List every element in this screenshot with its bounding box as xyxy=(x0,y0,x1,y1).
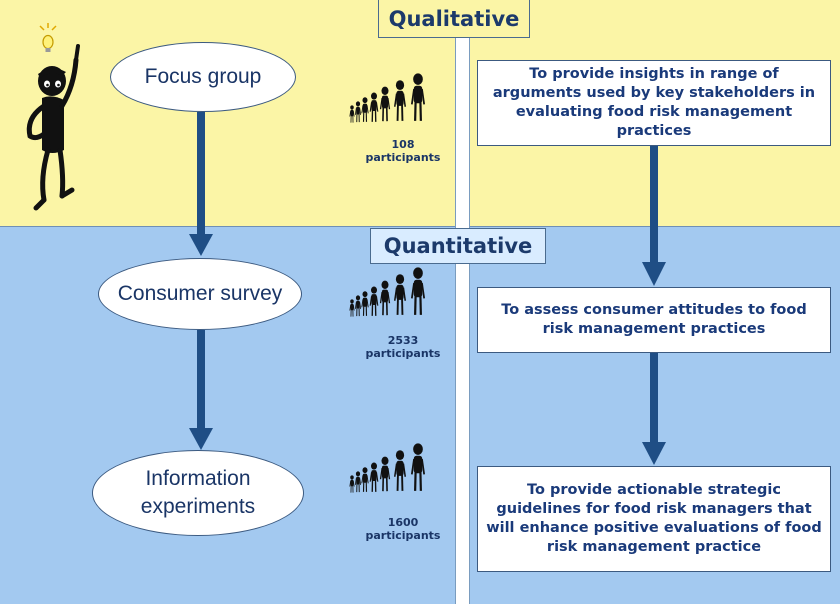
arrow-survey-to-experiments xyxy=(189,330,213,450)
aim-insights: To provide insights in range of argument… xyxy=(477,60,831,146)
participants-count-text: 108 participants xyxy=(365,138,441,164)
participants-count-focus-group: 108 participants xyxy=(358,138,448,164)
arrow-assess-to-guidelines xyxy=(642,353,666,465)
section-label-quantitative: Quantitative xyxy=(370,228,546,264)
arrow-focus-to-survey xyxy=(189,112,213,256)
people-group-icon xyxy=(350,267,424,316)
arrow-insights-to-assess xyxy=(642,146,666,286)
section-separator xyxy=(0,226,840,227)
method-information-experiments-label: Information experiments xyxy=(140,467,256,518)
section-label-qualitative: Qualitative xyxy=(378,0,530,38)
idea-figure-icon xyxy=(26,23,80,211)
people-group-icon xyxy=(350,73,424,122)
people-group-icon xyxy=(350,443,424,492)
method-information-experiments: Information experiments xyxy=(92,450,304,536)
method-consumer-survey: Consumer survey xyxy=(98,258,302,330)
participants-count-text: 1600 participants xyxy=(365,516,441,542)
column-divider xyxy=(455,0,470,604)
method-focus-group: Focus group xyxy=(110,42,296,112)
participants-count-experiments: 1600 participants xyxy=(358,516,448,542)
aim-strategic-guidelines: To provide actionable strategic guidelin… xyxy=(477,466,831,572)
participants-count-text: 2533 participants xyxy=(365,334,441,360)
participants-count-survey: 2533 participants xyxy=(358,334,448,360)
aim-assess-attitudes: To assess consumer attitudes to food ris… xyxy=(477,287,831,353)
